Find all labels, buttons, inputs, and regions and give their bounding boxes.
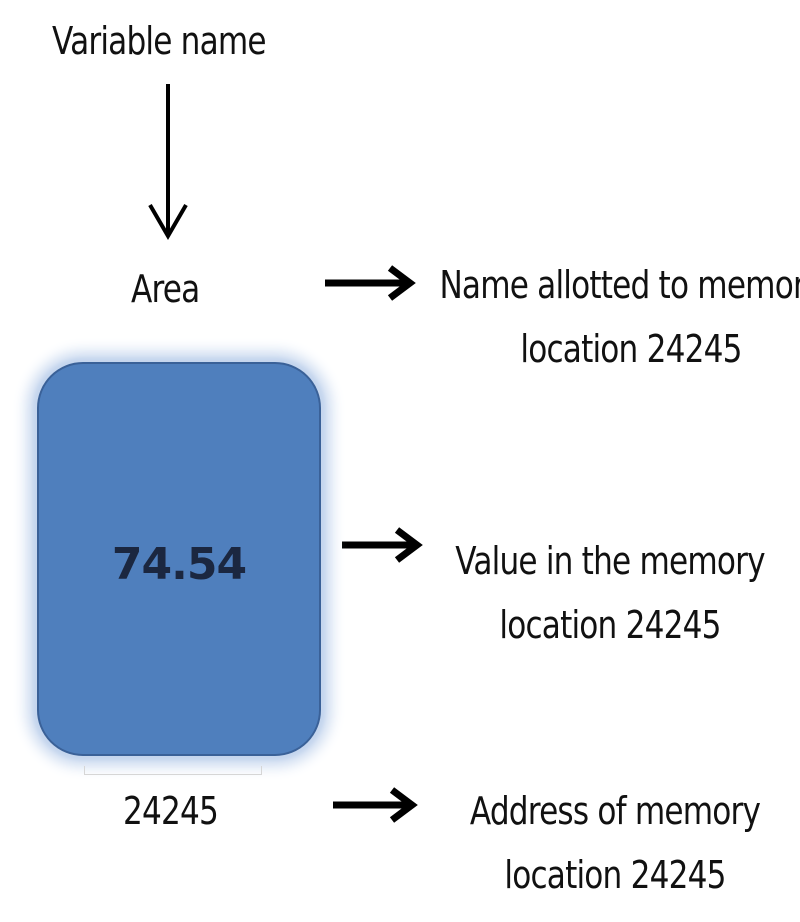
arrow-right-icon (325, 265, 416, 301)
variable-name-label: Variable name (52, 19, 267, 63)
box-underline (84, 766, 262, 775)
arrow-right-icon (333, 787, 418, 823)
name-description-line: Name allotted to memory (439, 263, 800, 307)
memory-value: 74.54 (111, 539, 247, 590)
address-label: 24245 (123, 789, 219, 833)
address-description-line: Address of memory (469, 789, 761, 833)
name-description: Name allotted to memory location 24245 (424, 266, 800, 394)
arrow-right-icon (342, 527, 423, 563)
value-description-line: location 24245 (499, 603, 721, 647)
area-label: Area (131, 267, 200, 311)
address-description-line: location 24245 (504, 853, 726, 897)
value-description: Value in the memory location 24245 (405, 542, 800, 670)
memory-location-box: 74.54 (37, 362, 321, 756)
address-description: Address of memory location 24245 (406, 792, 800, 920)
name-description-line: location 24245 (520, 327, 742, 371)
arrow-down-icon (148, 84, 188, 240)
value-description-line: Value in the memory (455, 539, 765, 583)
